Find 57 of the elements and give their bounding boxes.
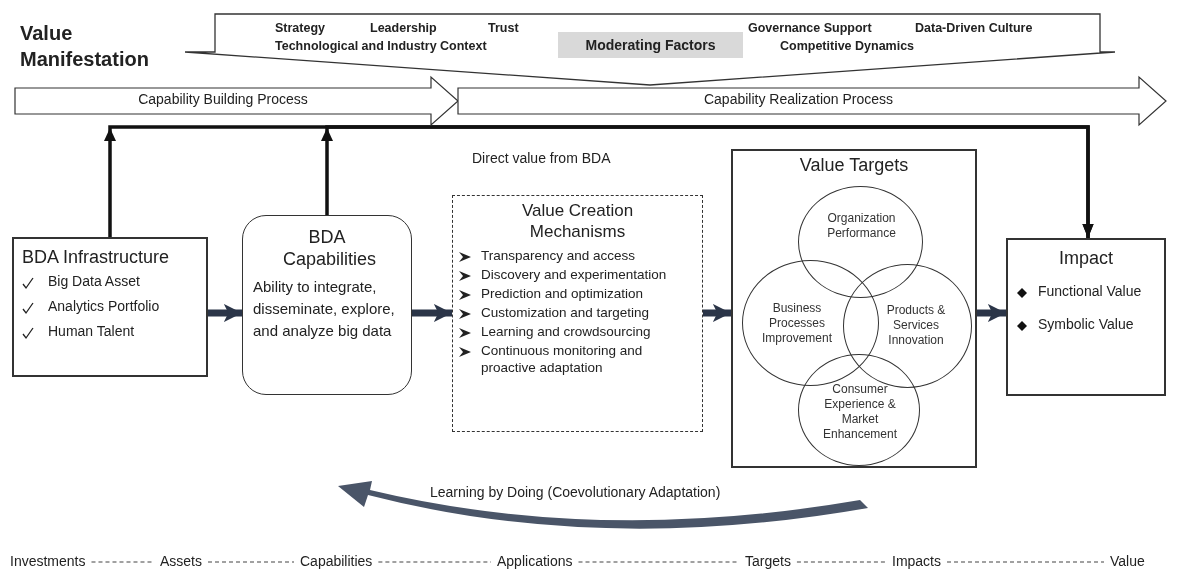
box-heading: BDA Capabilities <box>282 226 378 270</box>
factor-label: Governance Support <box>748 21 872 35</box>
box-heading: Value Creation Mechanisms <box>520 200 635 242</box>
list-item: Prediction and optimization <box>481 285 644 302</box>
stage-label: Investments <box>10 553 86 569</box>
dashed-connector <box>207 561 295 563</box>
stage-label: Targets <box>745 553 791 569</box>
list-item: Functional Value <box>1038 283 1142 300</box>
infrastructure-box <box>12 237 208 377</box>
dashed-connector <box>377 561 492 563</box>
box-heading: BDA Infrastructure <box>22 247 171 268</box>
list-item: Discovery and experimentation <box>481 266 667 283</box>
box-text: Ability to integrate, disseminate, explore, and analyze big data <box>253 277 396 341</box>
feedback-arrow <box>325 125 1094 238</box>
edge-label: Direct value from BDA <box>470 150 613 166</box>
list-item: Transparency and access <box>481 247 636 264</box>
capabilities-box <box>242 215 412 395</box>
list-item: Customization and targeting <box>481 304 650 321</box>
factors-heading-box: Moderating Factors <box>558 32 743 58</box>
list-item: Symbolic Value <box>1038 316 1134 333</box>
stage-label: Value <box>1110 553 1145 569</box>
moderating-factors-funnel <box>185 14 1115 86</box>
factor-label: Trust <box>488 21 519 35</box>
list-item: Learning and crowdsourcing <box>481 323 651 340</box>
dashed-connector <box>577 561 740 563</box>
factor-label: Leadership <box>370 21 437 35</box>
circle-label: Products & Services Innovation <box>885 303 947 348</box>
circle-label: Business Processes Improvement <box>761 301 833 346</box>
circle-label: Consumer Experience & Market Enhancement <box>821 382 899 442</box>
stage-label: Applications <box>497 553 573 569</box>
factor-label: Data-Driven Culture <box>915 21 1033 35</box>
flow-arrow <box>412 303 452 323</box>
stage-label: Impacts <box>892 553 941 569</box>
mechanisms-box <box>452 195 703 432</box>
list-item: Big Data Asset <box>48 273 140 290</box>
flow-arrow <box>703 303 731 323</box>
process-arrow: Capability Realization Process <box>458 77 1166 125</box>
list-item: Analytics Portfolio <box>48 298 160 315</box>
dashed-connector <box>796 561 887 563</box>
circle-label: Organization Performance <box>826 211 897 241</box>
factor-label: Competitive Dynamics <box>780 39 915 53</box>
stage-label: Assets <box>160 553 202 569</box>
arrow-caption: Learning by Doing (Coevolutionary Adaptation) <box>430 484 721 500</box>
diagram-title: Value Manifestation <box>20 21 150 72</box>
stage-label: Capabilities <box>300 553 373 569</box>
value-targets-box <box>731 149 977 468</box>
factor-label: Technological and Industry Context <box>275 39 487 53</box>
list-item: Human Talent <box>48 323 135 340</box>
factor-label: Strategy <box>275 21 326 35</box>
dashed-connector <box>946 561 1105 563</box>
process-arrow: Capability Building Process <box>15 77 458 125</box>
flow-arrow <box>977 303 1006 323</box>
impact-box <box>1006 238 1166 396</box>
box-heading: Impact <box>1058 248 1114 269</box>
flow-arrow <box>208 303 242 323</box>
list-item: Continuous monitoring and proactive adaptation <box>481 342 644 376</box>
box-heading: Value Targets <box>798 155 910 176</box>
